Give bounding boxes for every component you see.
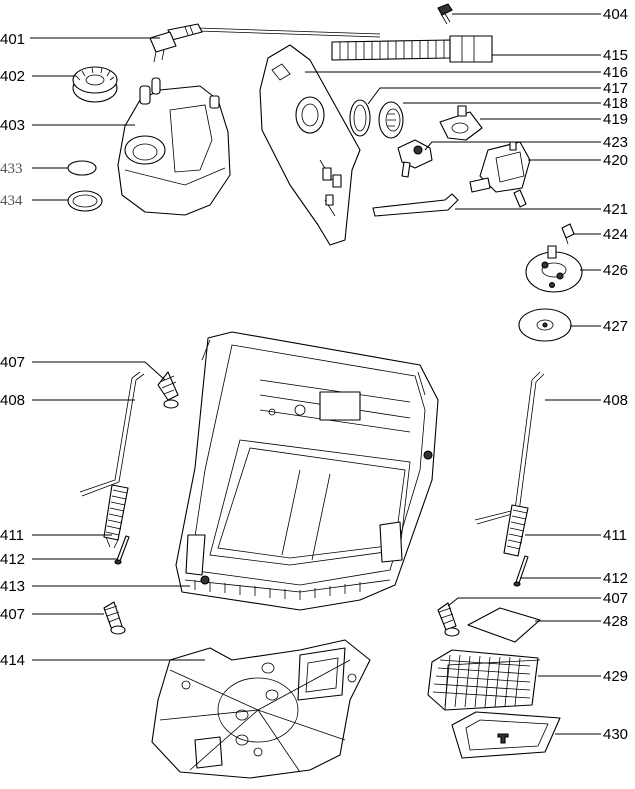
part-427-disk <box>518 308 572 342</box>
part-403-softener <box>117 77 231 216</box>
label-421: 421 <box>603 201 628 218</box>
part-411-spring-left <box>103 484 129 549</box>
part-407-foot-top-left <box>157 371 179 409</box>
part-423-valve <box>397 139 433 178</box>
label-423: 423 <box>603 134 628 151</box>
label-433: 433 <box>0 161 23 177</box>
part-416-side-panel <box>259 44 361 246</box>
part-429-filter-grid <box>427 649 541 711</box>
label-415: 415 <box>603 47 628 64</box>
part-417-ring <box>349 99 371 137</box>
part-407-foot-bottom-left <box>103 601 126 635</box>
part-402-cap <box>72 66 118 103</box>
label-427: 427 <box>603 318 628 335</box>
label-404: 404 <box>603 6 628 23</box>
label-413: 413 <box>0 578 25 595</box>
label-429: 429 <box>603 668 628 685</box>
part-418-filter <box>378 101 404 139</box>
label-412-left: 412 <box>0 551 25 568</box>
part-419-sensor <box>439 105 483 141</box>
part-413-base-frame <box>175 331 439 611</box>
label-419: 419 <box>603 111 628 128</box>
label-411-right: 411 <box>603 527 627 544</box>
part-434-gasket <box>67 190 103 212</box>
part-420-pump <box>469 141 531 208</box>
part-411-spring-right <box>503 504 529 557</box>
part-415-drain-hose <box>331 35 493 63</box>
part-412-pin-right <box>513 555 529 587</box>
part-404-screw <box>437 3 453 25</box>
part-407-foot-right <box>437 602 460 637</box>
part-428-plate <box>467 607 541 643</box>
label-411-left: 411 <box>0 527 24 544</box>
part-433-oring <box>67 160 97 176</box>
label-418: 418 <box>603 95 628 112</box>
part-408-rod-left <box>79 371 145 497</box>
label-408-right: 408 <box>603 392 628 409</box>
part-421-tube <box>372 193 459 217</box>
label-412-right: 412 <box>603 570 628 587</box>
part-412-pin-left <box>114 535 130 565</box>
label-407-right: 407 <box>603 590 628 607</box>
part-424-clip <box>561 223 575 245</box>
label-420: 420 <box>603 152 628 169</box>
part-401-power-cord <box>149 23 381 63</box>
label-417: 417 <box>603 80 628 97</box>
label-403: 403 <box>0 117 25 134</box>
label-402: 402 <box>0 68 25 85</box>
label-428: 428 <box>603 613 628 630</box>
part-414-base-plate <box>151 639 371 779</box>
part-430-tray <box>451 711 561 759</box>
label-407-bottom-left: 407 <box>0 606 25 623</box>
label-430: 430 <box>603 726 628 743</box>
label-407-top-left: 407 <box>0 354 25 371</box>
label-414: 414 <box>0 652 25 669</box>
label-434: 434 <box>0 193 23 209</box>
leader-lines <box>30 13 601 735</box>
label-424: 424 <box>603 226 628 243</box>
label-426: 426 <box>603 262 628 279</box>
label-408-left: 408 <box>0 392 25 409</box>
label-401: 401 <box>0 31 25 48</box>
label-416: 416 <box>603 64 628 81</box>
part-426-motor <box>525 245 583 293</box>
part-408-rod-right <box>474 371 545 525</box>
